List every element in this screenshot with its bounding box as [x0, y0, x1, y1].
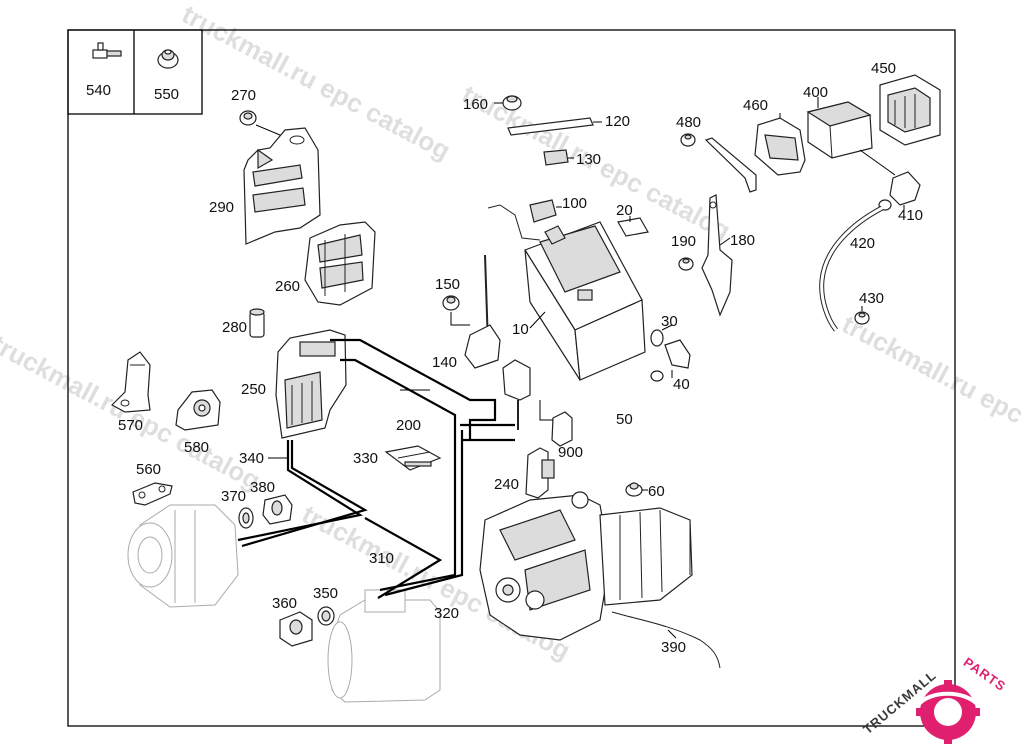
part-260-fusebox: [304, 221, 376, 306]
callout-20: 20: [616, 202, 633, 219]
callout-60: 60: [648, 483, 665, 500]
callout-460: 460: [743, 97, 768, 114]
callout-370: 370: [221, 488, 246, 505]
logo-text-parts: PARTS: [961, 654, 1009, 694]
wiring-harness: [237, 338, 515, 599]
callout-420: 420: [850, 235, 875, 252]
part-360-cap: [279, 611, 313, 647]
callout-240: 240: [494, 476, 519, 493]
starter-outline: [327, 589, 441, 703]
part-480-nut: [680, 133, 696, 147]
callout-40: 40: [673, 376, 690, 393]
callout-410: 410: [898, 207, 923, 224]
part-330-clip: [384, 445, 442, 471]
part-10-battery: [524, 221, 646, 381]
part-250-module: [275, 329, 347, 439]
diagram-frame: [67, 29, 956, 727]
part-900-relay: [539, 400, 573, 447]
part-560-plate: [132, 482, 173, 506]
part-280-spacer: [249, 308, 265, 338]
part-240-holder: [525, 447, 555, 499]
part-150-nut: [442, 295, 470, 326]
callout-340: 340: [239, 450, 264, 467]
part-30-elbow: [650, 324, 673, 347]
callout-330: 330: [353, 450, 378, 467]
callout-480: 480: [676, 114, 701, 131]
callout-190: 190: [671, 233, 696, 250]
callout-390: 390: [661, 639, 686, 656]
callout-580: 580: [184, 439, 209, 456]
callout-450: 450: [871, 60, 896, 77]
callout-250: 250: [241, 381, 266, 398]
part-290-bracket: [243, 127, 321, 245]
callout-120: 120: [605, 113, 630, 130]
callout-280: 280: [222, 319, 247, 336]
callout-430: 430: [859, 290, 884, 307]
callout-130: 130: [576, 151, 601, 168]
alternator-outline: [127, 504, 239, 608]
callout-30: 30: [661, 313, 678, 330]
callout-50: 50: [616, 411, 633, 428]
part-370-grommet: [238, 507, 254, 529]
watermark-left: truckmall.ru epc catalog: [0, 329, 265, 496]
callout-570: 570: [118, 417, 143, 434]
callout-400: 400: [803, 84, 828, 101]
callout-320: 320: [434, 605, 459, 622]
truckmall-parts-logo: TRUCKMALL PARTS: [860, 654, 1009, 744]
callout-10: 10: [512, 321, 529, 338]
callout-140: 140: [432, 354, 457, 371]
callout-550: 550: [154, 86, 179, 103]
nut-550-icon: [157, 49, 179, 69]
part-50-vent-hose: [593, 370, 664, 507]
part-400-module: [806, 97, 873, 159]
bolt-540-icon: [92, 42, 122, 59]
callout-360: 360: [272, 595, 297, 612]
callout-200: 200: [396, 417, 421, 434]
part-120-strap: [507, 117, 602, 136]
callout-560: 560: [136, 461, 161, 478]
small-parts-legend: 540 550: [67, 29, 203, 115]
callout-270: 270: [231, 87, 256, 104]
part-100-terminal-cable: [487, 199, 562, 241]
part-190-nut: [678, 257, 694, 271]
part-350-grommet: [317, 606, 335, 626]
part-580-bracket: [175, 389, 221, 431]
battery-connector-relay: [502, 359, 531, 430]
callout-150: 150: [435, 276, 460, 293]
callout-350: 350: [313, 585, 338, 602]
part-460-connector: [754, 113, 806, 176]
callout-380: 380: [250, 479, 275, 496]
part-40-elbow: [664, 339, 691, 378]
part-160-nut: [494, 95, 522, 111]
part-180-strap-bracket: [701, 194, 733, 317]
watermark-top: truckmall.ru epc catalog: [177, 0, 455, 166]
callout-310: 310: [369, 550, 394, 567]
rod-bracket: [704, 137, 757, 193]
callout-260: 260: [275, 278, 300, 295]
callout-160: 160: [463, 96, 488, 113]
callout-100: 100: [562, 195, 587, 212]
watermark-right: truckmall.ru epc catalog: [837, 309, 1024, 476]
part-380-cap: [262, 494, 293, 525]
part-130-clip: [543, 149, 574, 166]
part-570-bracket: [111, 351, 151, 413]
callout-900: 900: [558, 444, 583, 461]
engine-assembly: [479, 491, 693, 641]
part-20-label: [617, 216, 649, 237]
callout-290: 290: [209, 199, 234, 216]
part-410-elbow: [878, 171, 921, 212]
part-450-cover: [879, 74, 941, 146]
logo-gear-icon: [916, 680, 980, 744]
part-430-plug: [854, 306, 870, 325]
part-60-plug: [625, 482, 648, 497]
part-390-cable: [611, 611, 721, 669]
callout-540: 540: [86, 82, 111, 99]
part-420-hose: [819, 205, 884, 332]
callout-180: 180: [730, 232, 755, 249]
part-140-holddown: [464, 254, 501, 369]
